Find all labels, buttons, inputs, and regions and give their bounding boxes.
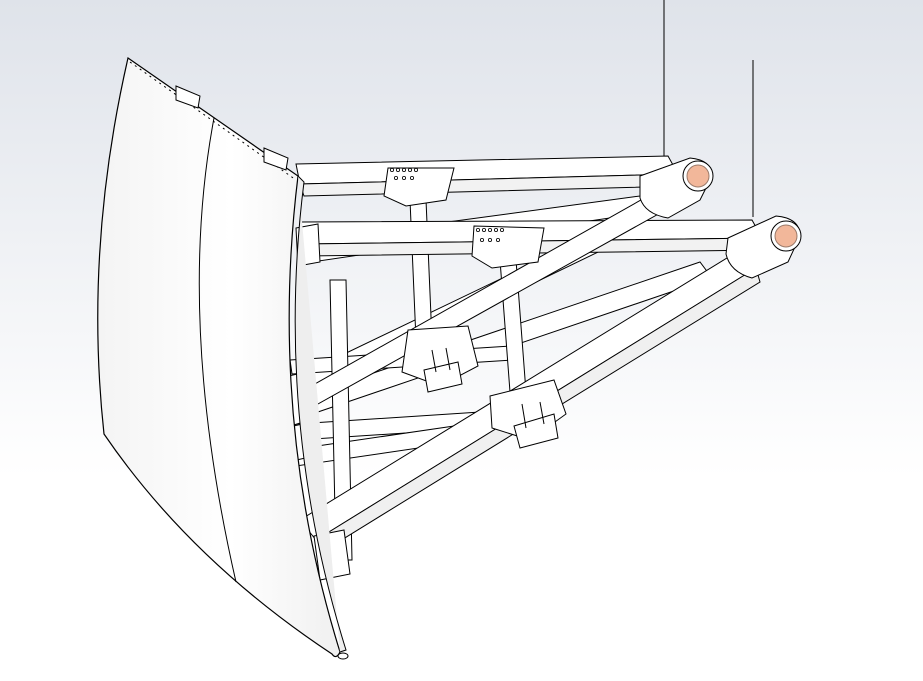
gusset-lower-arm: [471, 225, 545, 269]
skin-plate-seam: [198, 117, 237, 583]
skin-plate-face: [97, 57, 341, 658]
skin-plate-edge: [294, 175, 347, 653]
upper-trunnion-pin: [686, 164, 710, 188]
hoist-cables: [663, 0, 754, 217]
gusset-upper-arm: [383, 167, 455, 207]
lower-trunnion-pin: [774, 224, 798, 248]
lug-center-upper: [423, 361, 463, 393]
skin-plate: [97, 57, 349, 660]
strut-skin-vertical: [329, 279, 353, 561]
skin-plate-bottom-tip: [337, 652, 349, 660]
top-bracket-1: [175, 85, 201, 109]
top-bracket-2: [263, 147, 289, 171]
trunnion-pins: [682, 160, 802, 252]
lug-center-lower: [513, 413, 559, 449]
lifting-lugs: [423, 347, 559, 449]
